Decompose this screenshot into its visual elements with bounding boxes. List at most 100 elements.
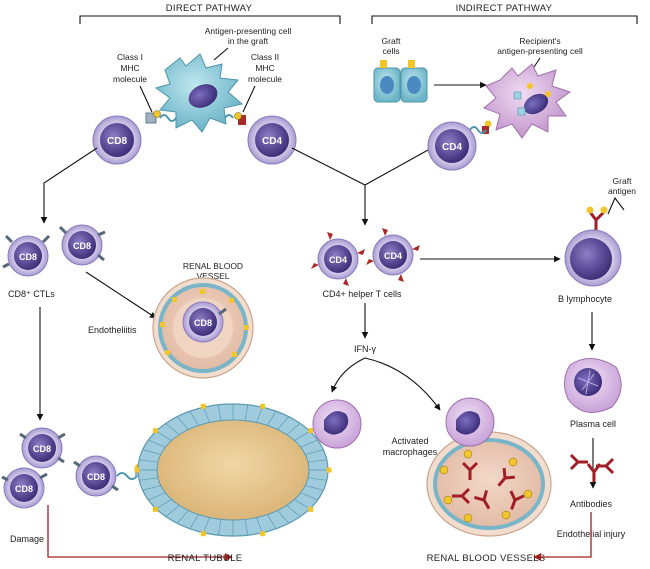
- tubule-epithelial-cell-border: [286, 505, 301, 517]
- graft-antigen-marker: [152, 506, 158, 512]
- tubule-epithelial-cell-border: [294, 499, 311, 510]
- class2-label-2: MHC: [255, 63, 274, 73]
- helper-cd4-cell-1: CD4: [311, 232, 365, 286]
- damage-label: Damage: [10, 534, 44, 544]
- recipient-apc-label-2: antigen-presenting cell: [497, 46, 583, 56]
- tubule-epithelial-cell-border: [308, 477, 327, 481]
- tubule-epithelial-cell-border: [217, 519, 222, 536]
- graft-cells-label-2: cells: [382, 46, 399, 56]
- recipient-apc-label-1: Recipient's: [519, 36, 560, 46]
- graft-antigen-marker: [260, 403, 266, 409]
- b-cell-receptor: [586, 206, 608, 232]
- recipient-apc: [483, 63, 572, 139]
- svg-text:CD4: CD4: [262, 136, 282, 147]
- svg-text:CD8: CD8: [33, 444, 51, 454]
- tubule-epithelial-cell-border: [256, 517, 263, 533]
- svg-text:CD4: CD4: [384, 251, 402, 261]
- tubule-epithelial-cell-border: [277, 416, 290, 430]
- graft-cells: [373, 60, 428, 103]
- tubule-epithelial-cell-border: [148, 492, 166, 501]
- tubule-epithelial-cell-border: [155, 499, 172, 510]
- renal-tubule: [134, 403, 332, 537]
- tubule-epithelial-cell-border: [300, 439, 318, 448]
- tubule-epithelial-cell-border: [165, 423, 180, 435]
- tubule-epithelial-cell-border: [176, 416, 189, 430]
- vessel-cd8-cell: CD8: [182, 301, 227, 343]
- graft-antigen-marker: [308, 428, 314, 434]
- graft-antigen-marker: [326, 467, 332, 473]
- tubule-epithelial-cell-border: [256, 407, 263, 423]
- graft-cells-label-1: Graft: [382, 36, 402, 46]
- tubule-epithelial-cell-border: [139, 459, 158, 463]
- tubule-epithelial-cell-border: [244, 519, 249, 536]
- tubule-epithelial-cell-border: [305, 449, 324, 455]
- tubule-epithelial-cell-border: [300, 492, 318, 501]
- tubule-epithelial-cell-border: [267, 411, 277, 426]
- cd8-ctls-label: CD8⁺ CTLs: [8, 289, 55, 299]
- svg-text:CD4: CD4: [442, 142, 462, 153]
- tubule-epithelial-cell-border: [305, 485, 324, 491]
- svg-text:CD8: CD8: [107, 136, 127, 147]
- svg-text:CD8: CD8: [194, 318, 212, 328]
- indirect-pathway-title: INDIRECT PATHWAY: [456, 3, 553, 14]
- direct-pathway-header: DIRECT PATHWAY: [79, 3, 341, 24]
- tubule-epithelial-cell-border: [277, 510, 290, 524]
- tubule-epithelial-cell-border: [155, 430, 172, 441]
- class1-label-2: MHC: [120, 63, 139, 73]
- class1-label-3: molecule: [113, 74, 147, 84]
- indirect-cd4-cell: CD4: [427, 121, 477, 171]
- tubule-epithelial-cell-border: [244, 404, 249, 421]
- plasma-cell: [564, 358, 622, 413]
- mhc-linker-right: [224, 112, 246, 125]
- renal-blood-vessel-label-1: RENAL BLOOD: [183, 261, 243, 271]
- antibody: [497, 468, 515, 487]
- cd8-ctl-cell-1: CD8: [2, 234, 51, 277]
- svg-text:CD8: CD8: [73, 241, 91, 251]
- class1-label-1: Class I: [117, 52, 143, 62]
- direct-pathway-title: DIRECT PATHWAY: [166, 3, 253, 14]
- tubule-epithelial-cell-border: [294, 430, 311, 441]
- tubule-epithelial-cell-border: [139, 477, 158, 481]
- antibodies-group: [569, 453, 615, 482]
- tubule-cd8-cell-1: CD8: [19, 427, 66, 469]
- graft-antigen-marker: [200, 531, 206, 537]
- graft-antigen-marker: [134, 467, 140, 473]
- antibody: [461, 461, 479, 480]
- tubule-cd8-cell-3: CD8: [73, 455, 119, 497]
- graft-antigen-marker: [260, 531, 266, 537]
- tubule-epithelial-cell-border: [203, 517, 210, 533]
- b-lymphocyte-label: B lymphocyte: [558, 294, 612, 304]
- tubule-epithelial-cell-border: [189, 411, 199, 426]
- cd4-helper-label: CD4+ helper T cells: [323, 289, 402, 299]
- svg-text:CD8: CD8: [19, 252, 37, 262]
- tubule-epithelial-cell-border: [142, 449, 161, 455]
- graft-antigen-label-2: antigen: [608, 186, 636, 196]
- tubule-cd8-cell-2: CD8: [1, 467, 48, 509]
- plasma-cell-label: Plasma cell: [570, 419, 616, 429]
- antibodies-label: Antibodies: [570, 499, 613, 509]
- svg-text:CD8: CD8: [15, 484, 33, 494]
- tubule-epithelial-cell-border: [286, 423, 301, 435]
- renal-blood-vessel-right: [426, 431, 552, 537]
- renal-blood-vessel-label-2: VESSEL: [196, 271, 229, 281]
- antibody: [474, 490, 491, 510]
- tubule-epithelial-cell-border: [142, 485, 161, 491]
- activated-macrophage-2: [445, 397, 495, 447]
- svg-text:CD4: CD4: [329, 255, 347, 265]
- tubule-epithelial-cell-border: [165, 505, 180, 517]
- helper-cd4-cell-2: CD4: [366, 228, 420, 282]
- antibody: [509, 490, 525, 510]
- class2-label-1: Class II: [251, 52, 279, 62]
- cd8-ctl-cell-2: CD8: [58, 224, 106, 266]
- tubule-epithelial-cell-border: [203, 407, 210, 423]
- graft-antigen-marker: [200, 403, 206, 409]
- renal-blood-vessels-label: RENAL BLOOD VESSELS: [427, 553, 546, 564]
- tubule-epithelial-cell-border: [148, 439, 166, 448]
- tubule-epithelial-cell-border: [189, 514, 199, 529]
- mhc-linker-left: [145, 110, 177, 124]
- graft-apc: [154, 53, 244, 133]
- indirect-pathway-header: INDIRECT PATHWAY: [371, 3, 638, 24]
- activated-macrophages-label-1: Activated: [391, 436, 428, 446]
- b-lymphocyte: [564, 229, 622, 287]
- tubule-epithelial-cell-border: [308, 459, 327, 463]
